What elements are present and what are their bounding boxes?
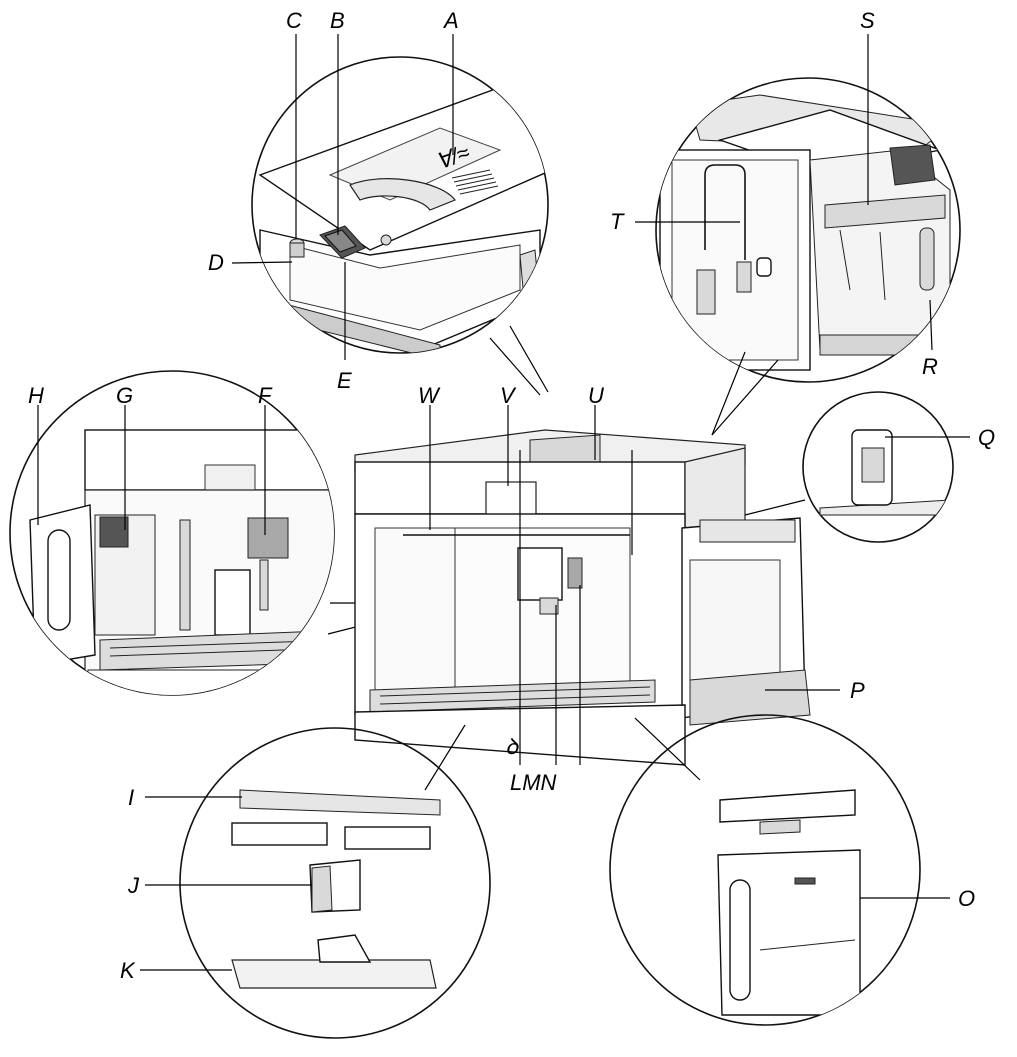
detail-circle-q [744, 391, 954, 543]
label-f: F [258, 383, 273, 408]
drip-grid-main [379, 686, 651, 705]
vent-grill [451, 169, 499, 195]
label-h: H [28, 383, 44, 408]
label-u: U [588, 383, 604, 408]
label-s: S [860, 8, 875, 33]
label-j: J [127, 873, 140, 898]
coffee-machine-main: ꝺ [354, 429, 811, 791]
label-lmn: LMN [510, 770, 557, 795]
detail-circle-tray-parts [179, 727, 491, 1039]
logo-mark: ꝺ [505, 734, 519, 759]
label-q: Q [978, 425, 995, 450]
coffee-spout [517, 547, 563, 601]
label-v: V [500, 383, 517, 408]
label-c: C [286, 8, 302, 33]
detail-circle-water-tank [609, 714, 921, 1026]
label-w: W [418, 383, 441, 408]
label-t: T [610, 209, 625, 234]
label-i: I [128, 785, 134, 810]
bottom-tray-p [689, 669, 811, 726]
label-a: A [442, 8, 459, 33]
label-o: O [958, 886, 975, 911]
detail-circle-side-interior [655, 77, 961, 436]
label-b: B [330, 8, 345, 33]
part-labels: A B C D E F G H I J K LMN O P Q R S T U … [28, 8, 995, 983]
leader-lines [37, 34, 970, 971]
label-d: D [208, 250, 224, 275]
label-e: E [337, 368, 352, 393]
label-p: P [850, 678, 865, 703]
detail-circle-door-interior [9, 370, 431, 696]
detail-circle-bean-compartment [251, 56, 549, 396]
label-r: R [922, 354, 938, 379]
label-k: K [120, 958, 136, 983]
label-g: G [116, 383, 133, 408]
